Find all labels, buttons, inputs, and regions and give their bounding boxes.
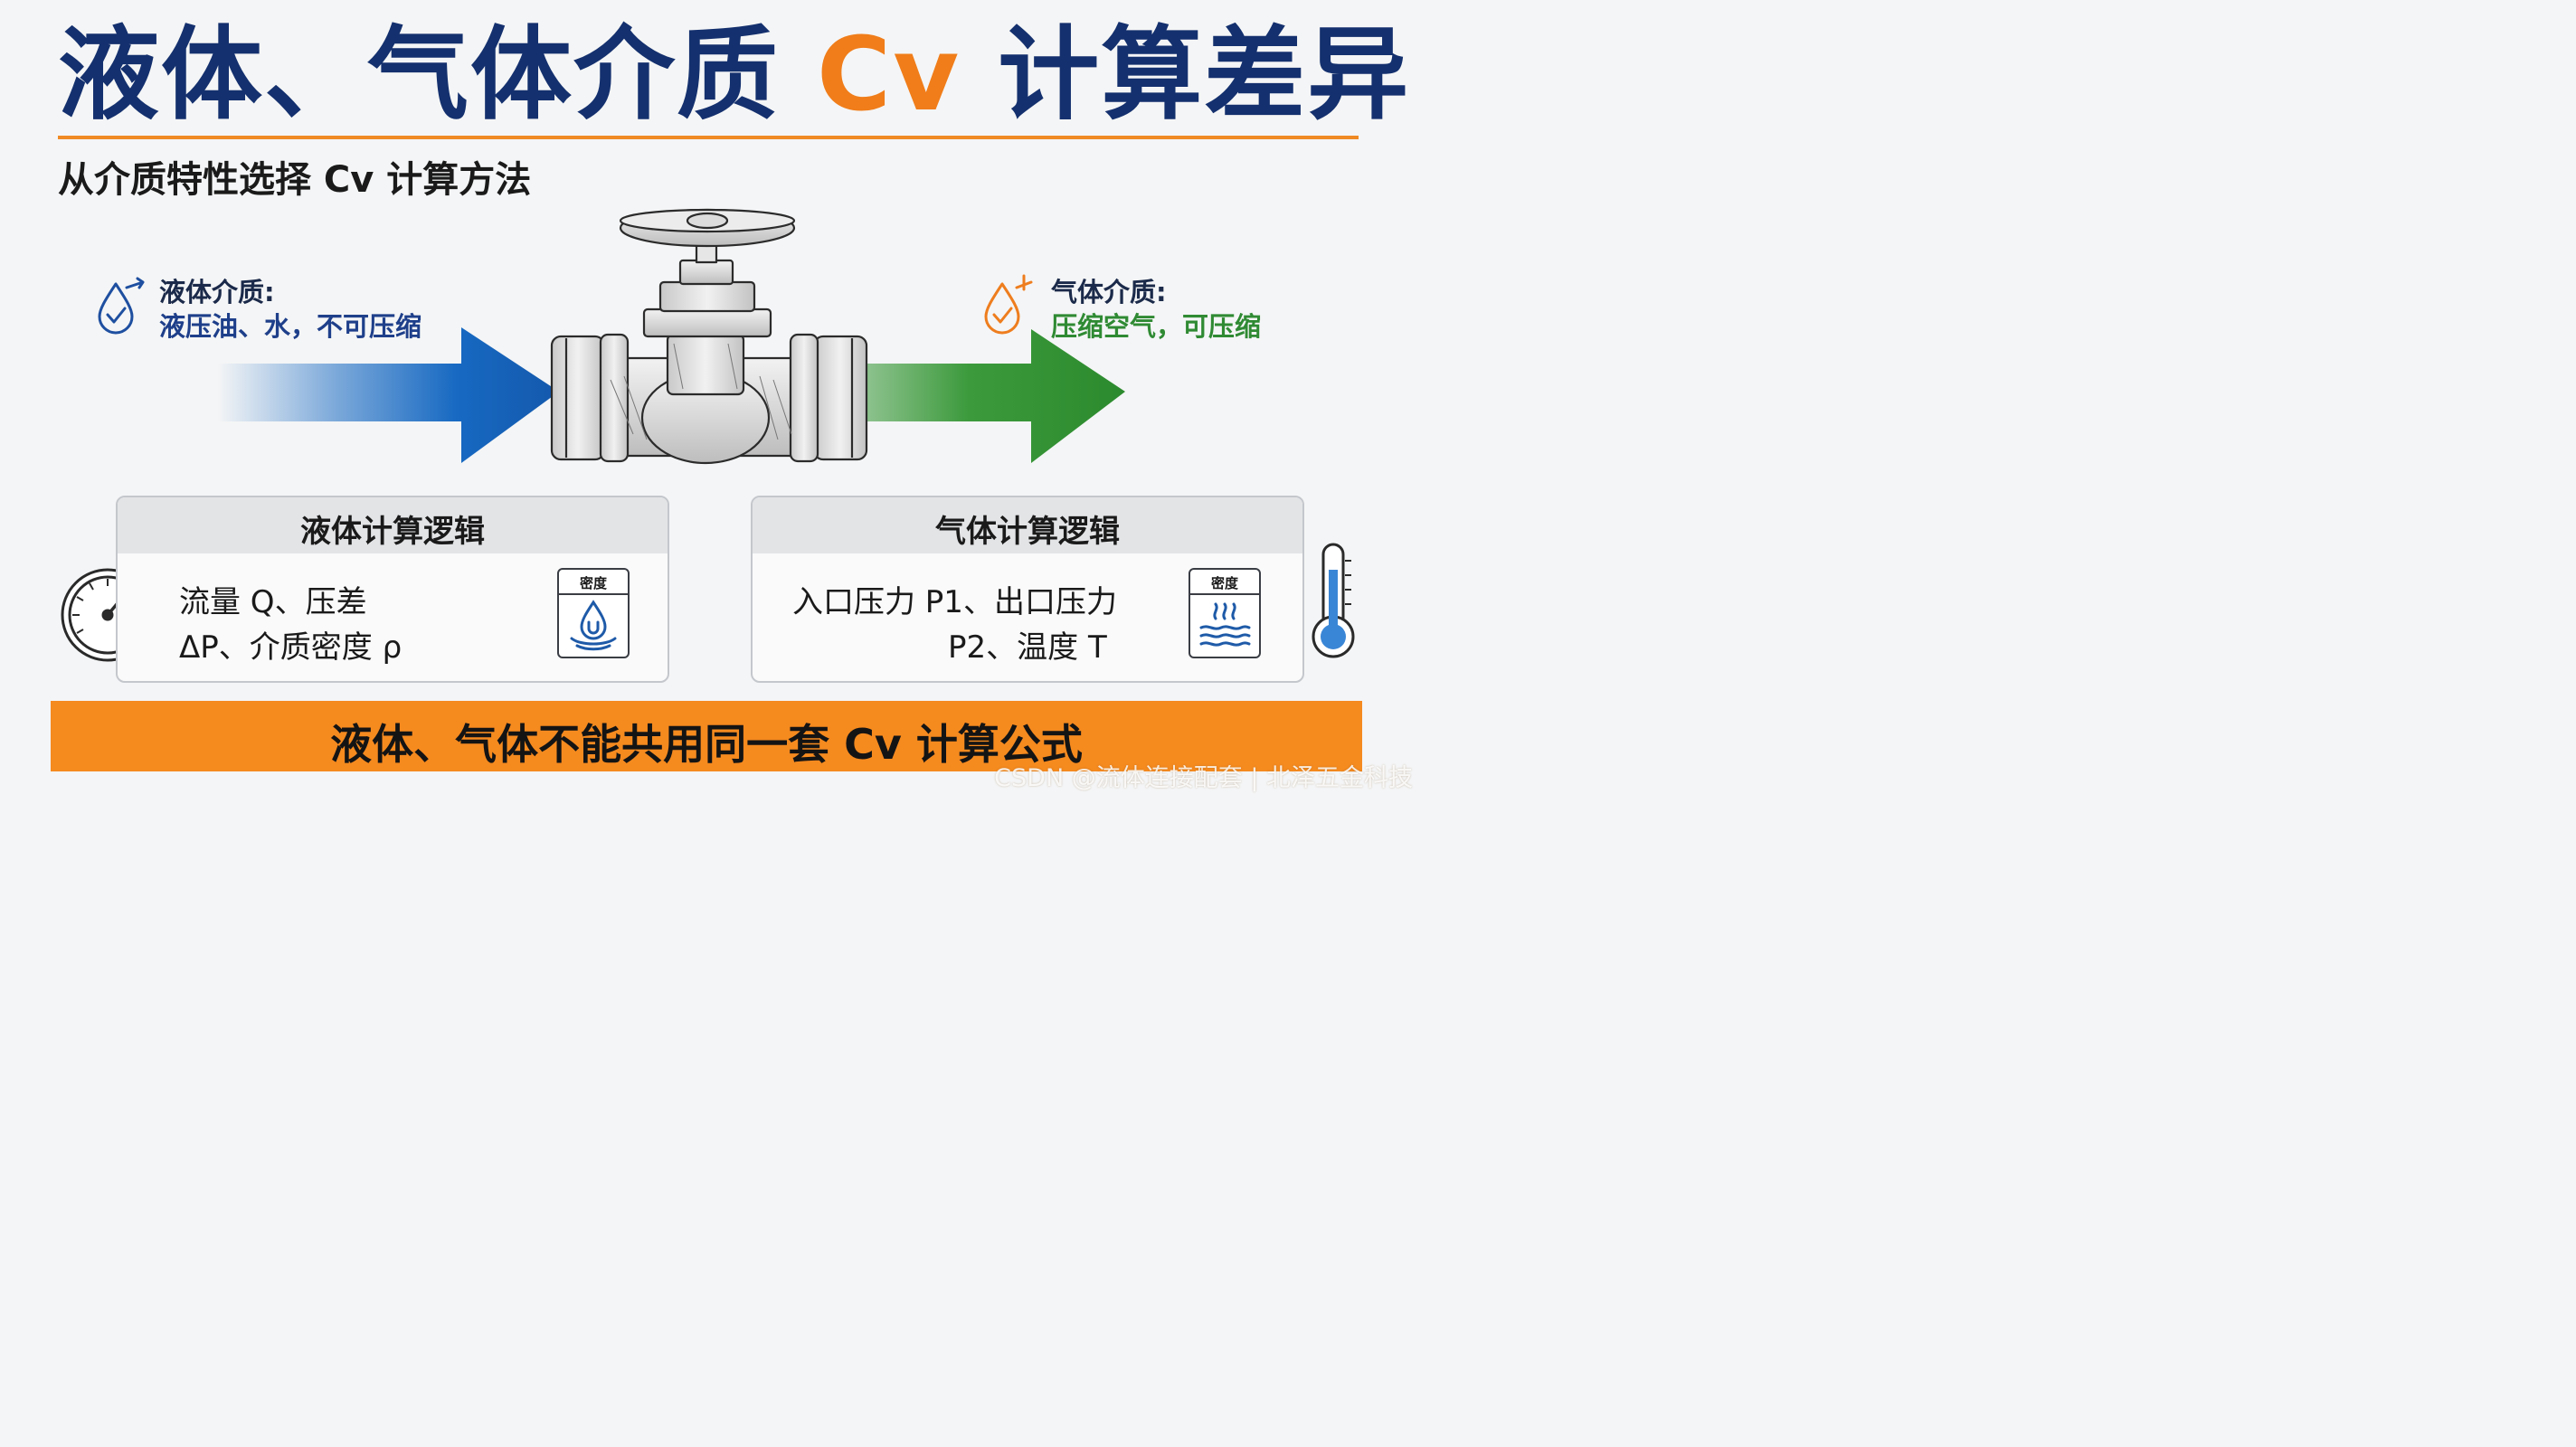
liquid-logic-line-1: 流量 Q、压差 bbox=[179, 584, 367, 620]
gas-density-label: 密度 bbox=[1210, 575, 1238, 591]
liquid-medium-title: 液体介质: bbox=[159, 277, 275, 307]
gas-logic-line-1: 入口压力 P1、出口压力 bbox=[792, 584, 1117, 620]
gas-medium-label: 气体介质: 压缩空气，可压缩 bbox=[1051, 275, 1261, 344]
globe-valve-illustration bbox=[550, 208, 868, 465]
liquid-logic-line-2: ΔP、介质密度 ρ bbox=[179, 629, 402, 666]
gas-logic-title: 气体计算逻辑 bbox=[935, 514, 1120, 550]
liquid-logic-box: 液体计算逻辑 流量 Q、压差 ΔP、介质密度 ρ 密度 bbox=[116, 496, 669, 683]
conclusion-text: 液体、气体不能共用同一套 Cv 计算公式 bbox=[330, 720, 1083, 769]
valve-flow-scene bbox=[61, 208, 1355, 662]
thermometer-icon bbox=[1312, 543, 1355, 658]
title-underline bbox=[58, 136, 1359, 139]
liquid-flow-arrow bbox=[217, 327, 559, 463]
liquid-density-card: 密度 bbox=[557, 568, 630, 658]
title-part-3: 计算差异 bbox=[998, 16, 1411, 134]
heat-waves-density-icon bbox=[1199, 602, 1251, 647]
gas-flow-arrow bbox=[864, 329, 1125, 463]
gas-medium-title: 气体介质: bbox=[1051, 277, 1167, 307]
gas-logic-line-2: P2、温度 T bbox=[948, 629, 1107, 666]
subtitle: 从介质特性选择 Cv 计算方法 bbox=[58, 159, 532, 201]
gas-logic-tab bbox=[887, 497, 1168, 553]
liquid-logic-tab bbox=[252, 497, 533, 553]
gas-density-card: 密度 bbox=[1189, 568, 1261, 658]
gas-drop-check-icon bbox=[984, 274, 1033, 335]
conclusion-banner: 液体、气体不能共用同一套 Cv 计算公式 bbox=[51, 701, 1362, 771]
liquid-density-label: 密度 bbox=[579, 575, 607, 591]
liquid-medium-description: 液压油、水，不可压缩 bbox=[159, 311, 422, 342]
liquid-medium-label: 液体介质: 液压油、水，不可压缩 bbox=[159, 275, 421, 344]
gas-logic-box: 气体计算逻辑 入口压力 P1、出口压力 P2、温度 T 密度 bbox=[751, 496, 1304, 683]
watermark: CSDN @流体连接配套 | 北泽五金科技 bbox=[994, 764, 1413, 792]
title-part-1: 液体、气体介质 bbox=[58, 16, 780, 134]
liquid-drop-check-icon bbox=[98, 277, 145, 335]
title-part-cv: Cv bbox=[817, 16, 961, 134]
liquid-logic-title: 液体计算逻辑 bbox=[300, 514, 485, 550]
page-title: 液体、气体介质 Cv 计算差异 bbox=[58, 19, 1410, 131]
water-drop-density-icon bbox=[570, 600, 617, 651]
gas-medium-description: 压缩空气，可压缩 bbox=[1051, 311, 1262, 342]
